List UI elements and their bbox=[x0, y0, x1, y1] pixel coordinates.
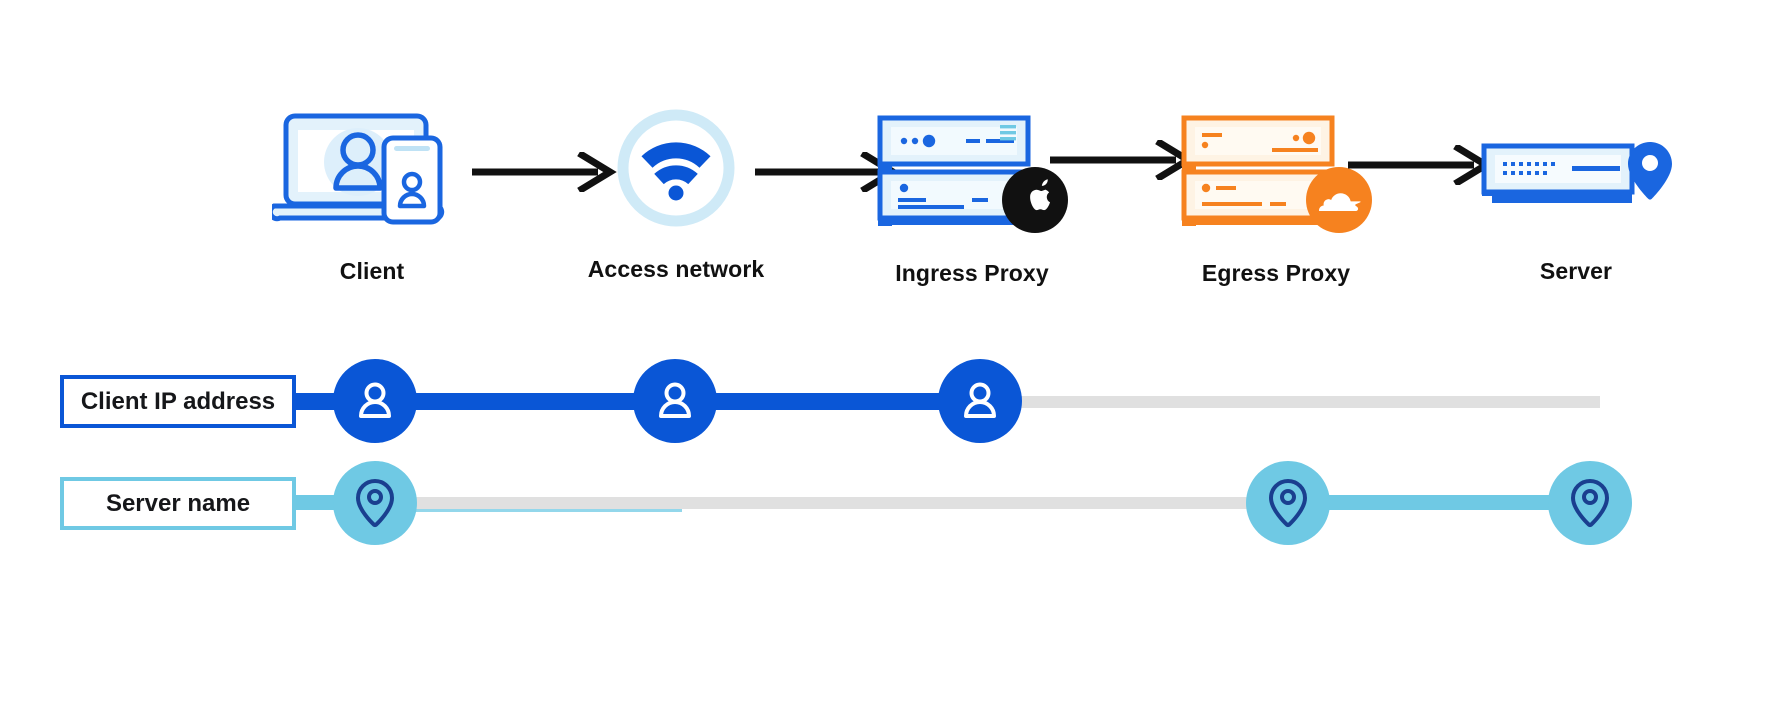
server-stack-cloudflare-icon bbox=[1176, 112, 1376, 234]
arrow-client-to-access-network bbox=[472, 150, 620, 197]
flow-label-access-network: Access network bbox=[587, 256, 765, 282]
user-icon bbox=[964, 382, 996, 418]
timeline-node-pin-1[interactable] bbox=[333, 461, 417, 545]
flow-label-egress-proxy: Egress Proxy bbox=[1201, 260, 1351, 286]
timeline-label-server-name: Server name bbox=[105, 489, 251, 517]
user-icon bbox=[359, 382, 391, 418]
flow-node-ingress-proxy[interactable]: Ingress Proxy bbox=[832, 112, 1112, 287]
server-pin-icon bbox=[1476, 140, 1676, 232]
flow-node-access-network[interactable]: Access network bbox=[536, 106, 816, 283]
timeline-node-pin-2[interactable] bbox=[1246, 461, 1330, 545]
timeline-node-pin-3[interactable] bbox=[1548, 461, 1632, 545]
timeline-label-box-server-name[interactable]: Server name bbox=[60, 477, 296, 530]
flow-label-client: Client bbox=[339, 258, 405, 284]
timeline-name-active-track-end bbox=[1294, 495, 1600, 510]
timeline-label-client-ip-address: Client IP address bbox=[80, 387, 276, 415]
flow-node-egress-proxy[interactable]: Egress Proxy bbox=[1136, 112, 1416, 287]
timeline-ip-inactive-track bbox=[980, 396, 1600, 408]
flow-node-client[interactable]: Client bbox=[232, 110, 512, 285]
map-pin-icon bbox=[1570, 478, 1610, 528]
server-stack-apple-icon bbox=[872, 112, 1072, 234]
timeline-node-user-1[interactable] bbox=[333, 359, 417, 443]
laptop-phone-user-icon bbox=[267, 110, 472, 230]
user-icon bbox=[659, 382, 691, 418]
map-pin-icon bbox=[1268, 478, 1308, 528]
flow-label-ingress-proxy: Ingress Proxy bbox=[895, 260, 1049, 286]
map-pin-icon bbox=[355, 478, 395, 528]
timeline-label-box-client-ip-address[interactable]: Client IP address bbox=[60, 375, 296, 428]
flow-node-server[interactable]: Server bbox=[1436, 140, 1716, 285]
wifi-circle-icon bbox=[614, 106, 738, 230]
timeline-node-user-2[interactable] bbox=[633, 359, 717, 443]
timeline-node-user-3[interactable] bbox=[938, 359, 1022, 443]
flow-label-server: Server bbox=[1539, 258, 1613, 284]
timeline-name-inactive-track bbox=[400, 497, 1300, 509]
timeline-name-hairline bbox=[410, 509, 682, 512]
